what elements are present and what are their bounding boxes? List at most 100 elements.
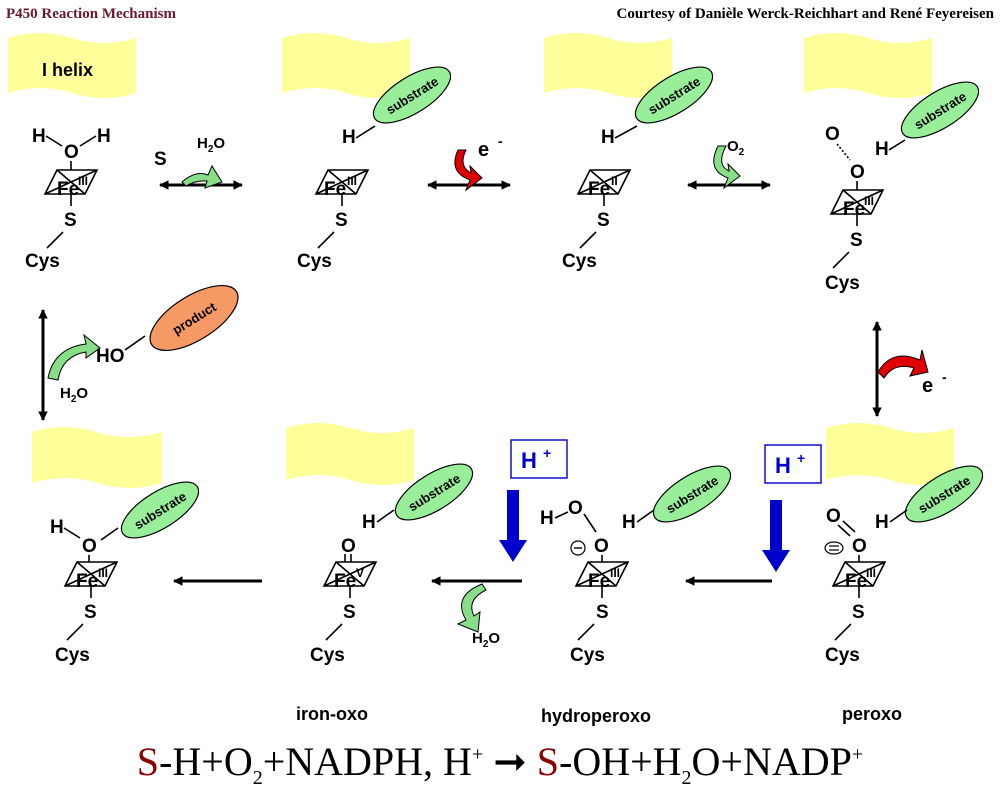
state-7-iron-oxo: substrate H O Fe V S Cys [286, 423, 474, 666]
hydroxyl-oxygen: O [82, 536, 97, 557]
distal-oxygen: O [825, 124, 840, 145]
proximal-oxygen: O [594, 536, 609, 557]
cys-label: Cys [825, 273, 860, 294]
reaction-arrow: ➞ [483, 739, 537, 784]
caption-iron-oxo: iron-oxo [296, 704, 368, 724]
mechanism-diagram: P450 Reaction Mechanism Courtesy of Dani… [6, 6, 995, 726]
proton-down-arrow-icon [762, 500, 790, 572]
equation-superscript: + [471, 743, 484, 766]
proton-addition-2: H + [762, 444, 822, 572]
step-oxygen-binding: O2 [687, 138, 771, 190]
proximal-oxygen: O [852, 536, 867, 557]
proton-box [510, 439, 568, 479]
step-second-electron: e - [872, 321, 947, 417]
equation-part: -OH+H [559, 739, 682, 784]
substrate-h-label: H [875, 139, 889, 160]
substrate-h-label: H [622, 512, 636, 533]
proton-h-label: H [521, 448, 537, 473]
iron-oxidation-V: V [356, 566, 364, 580]
i-helix-ribbon [282, 33, 410, 98]
slide-title: P450 Reaction Mechanism [6, 6, 176, 22]
electron-curved-arrow-icon [877, 349, 929, 379]
i-helix-ribbon [8, 33, 136, 98]
distal-oxygen: O [826, 506, 841, 527]
water-oxygen: O [64, 142, 79, 163]
hydroperoxo-h-label: H [540, 508, 554, 529]
curved-arrow-icon [47, 333, 101, 381]
curved-arrow-icon [713, 145, 741, 190]
product-ho-label: HO [96, 346, 125, 367]
oxo-oxygen: O [341, 536, 356, 557]
cys-label: Cys [825, 645, 860, 666]
cys-label: Cys [25, 251, 60, 272]
i-helix-ribbon [804, 33, 932, 98]
water-h-left: H [32, 126, 46, 147]
iron-label: Fe [324, 179, 346, 200]
consumed-water-label: H2O [60, 385, 88, 405]
step-substrate-binding: S H2O [154, 135, 243, 190]
electron-curved-arrow-icon [454, 149, 483, 192]
i-helix-label: I helix [42, 60, 93, 80]
iron-oxidation-III: III [347, 174, 357, 188]
iron-label: Fe [845, 571, 867, 592]
state-5-peroxo: substrate H O O Fe III S Cys [824, 423, 984, 666]
cys-label: Cys [570, 645, 605, 666]
iron-label: Fe [76, 571, 98, 592]
iron-label: Fe [588, 571, 610, 592]
credit-line: Courtesy of Danièle Werck-Reichhart and … [617, 6, 995, 22]
sulfur-label: S [64, 210, 77, 231]
negative-charge-icon [570, 540, 586, 556]
iron-oxidation-III: III [78, 174, 88, 188]
equation-part: O+NADP [691, 739, 852, 784]
electron-charge: - [498, 133, 503, 149]
proton-addition-1: H + [499, 439, 568, 562]
i-helix-ribbon [544, 33, 672, 98]
sulfur-label: S [343, 602, 356, 623]
cys-label: Cys [310, 645, 345, 666]
electron-label: e [922, 375, 933, 397]
equation-superscript: + [851, 743, 864, 766]
iron-oxidation-III: III [610, 566, 620, 580]
substrate-oval: substrate [634, 66, 714, 124]
cys-label: Cys [297, 251, 332, 272]
substrate-symbol: S [136, 739, 160, 784]
iron-oxidation-III: III [864, 194, 874, 208]
substrate-oval: substrate [120, 481, 200, 539]
iron-oxidation-III: III [866, 566, 876, 580]
proton-down-arrow-icon [499, 490, 527, 562]
substrate-h-label: H [601, 127, 615, 148]
state-8-product-bound: substrate H O Fe III S Cys [32, 427, 200, 666]
i-helix-ribbon [286, 423, 414, 485]
oxygen-molecule-label: O2 [727, 138, 745, 158]
iron-oxidation-III: III [98, 566, 108, 580]
released-water-label: H2O [472, 630, 500, 650]
substrate-h-label: H [342, 127, 356, 148]
equation-subscript: 2 [681, 767, 692, 789]
sulfur-label: S [596, 602, 609, 623]
sulfur-label: S [852, 602, 865, 623]
substrate-h-label: H [362, 512, 376, 533]
water-h-right: H [97, 126, 111, 147]
proximal-oxygen: O [850, 162, 865, 183]
curved-arrow-icon [181, 164, 223, 189]
sulfur-label: S [335, 210, 348, 231]
state-2-substrate-bound: substrate H Fe III S Cys [282, 33, 452, 272]
iron-label: Fe [334, 571, 356, 592]
proton-charge: + [797, 450, 805, 466]
step-product-release: HO product H2O [38, 284, 239, 421]
curved-arrow-icon [456, 583, 487, 633]
step-first-electron: e - [427, 133, 511, 192]
state-3-ferrous: substrate H Fe II S Cys [544, 33, 714, 272]
state-6-hydroperoxo: substrate H H O O Fe III S Cys [540, 465, 732, 666]
caption-peroxo: peroxo [842, 704, 902, 724]
iron-label: Fe [588, 179, 610, 200]
hydroxyl-h-label: H [50, 517, 64, 538]
iron-label: Fe [843, 199, 865, 220]
distal-oxygen: O [568, 498, 583, 519]
proton-charge: + [543, 445, 551, 461]
substrate-s-label: S [154, 149, 167, 170]
substrate-h-label: H [875, 512, 889, 533]
electron-label: e [478, 139, 489, 161]
i-helix-ribbon [826, 423, 954, 485]
proton-box [764, 444, 822, 484]
